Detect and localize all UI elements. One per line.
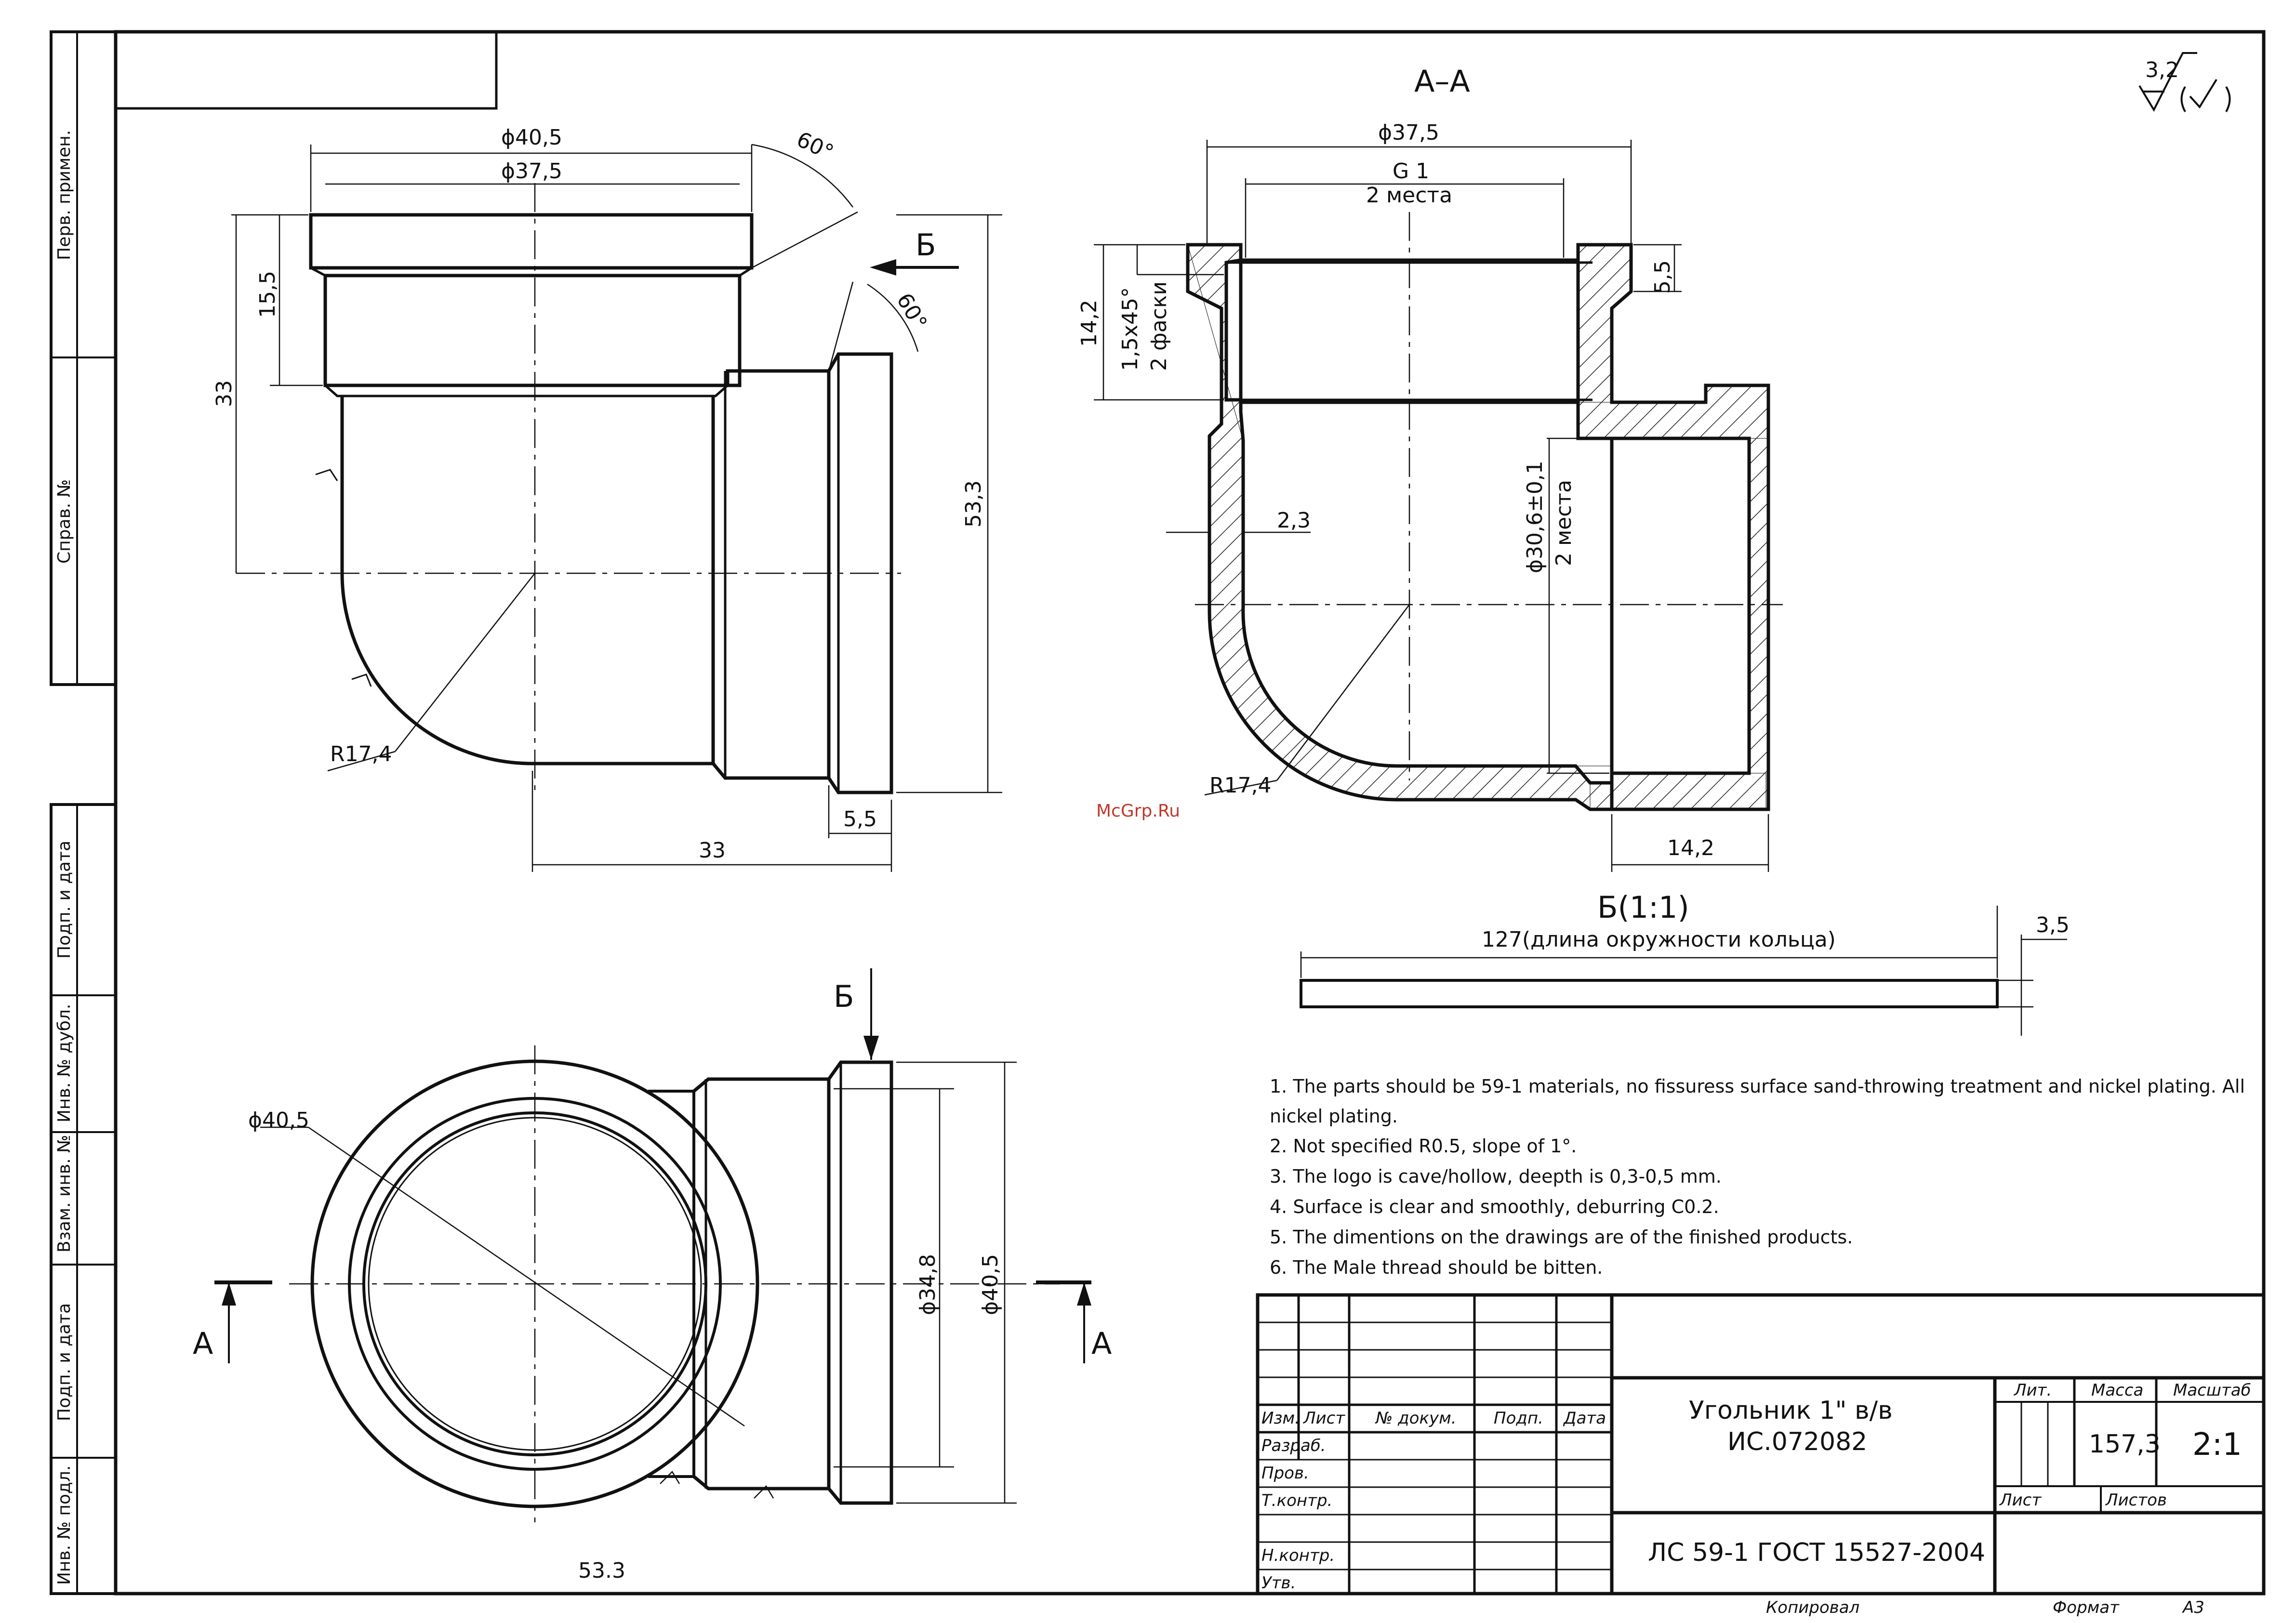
- tb-col-data: Дата: [1563, 1409, 1606, 1428]
- note-line: 1. The parts should be 59-1 materials, n…: [1270, 1076, 2245, 1097]
- stamp-vzam-inv: Взам. инв. №: [54, 1135, 74, 1253]
- section-a-a: [1094, 140, 1783, 872]
- ring-length: 127(длина окружности кольца): [1482, 927, 1836, 952]
- tb-col-podp: Подп.: [1494, 1409, 1543, 1428]
- bottom-d-34-8: ϕ34,8: [916, 1254, 940, 1315]
- front-d-outer: ϕ40,5: [501, 125, 562, 150]
- front-h-53-3: 53,3: [961, 480, 986, 528]
- front-w-5-5: 5,5: [843, 807, 877, 831]
- tb-part-name: Угольник 1" в/в: [1689, 1396, 1893, 1425]
- ring-thickness: 3,5: [2036, 913, 2070, 937]
- stamp-podp-data-1: Подп. и дата: [54, 841, 74, 959]
- note-line: 6. The Male thread should be bitten.: [1270, 1257, 1603, 1278]
- side-stamp: Перв. примен. Справ. № Подп. и дата Инв.…: [54, 130, 74, 1585]
- section-radius: R17,4: [1209, 773, 1272, 798]
- stamp-inv-dubl: Инв. № дубл.: [54, 1004, 74, 1122]
- section-bore: ϕ30,6±0,1: [1523, 461, 1547, 573]
- front-angle-right: 60°: [891, 289, 931, 334]
- tb-mass: 157,3: [2089, 1430, 2161, 1459]
- tb-lit: Лит.: [2013, 1381, 2052, 1400]
- note-line: 5. The dimentions on the drawings are of…: [1270, 1227, 1853, 1248]
- front-mark-b: Б: [916, 227, 936, 263]
- stamp-sprav-no: Справ. №: [54, 479, 74, 564]
- tb-col-list: Лист: [1302, 1409, 1345, 1428]
- bottom-w-53-3: 53.3: [578, 1558, 625, 1583]
- note-line: 3. The logo is cave/hollow, deepth is 0,…: [1270, 1166, 1722, 1187]
- bottom-mark-a-right: А: [1091, 1326, 1112, 1361]
- note-line: 2. Not specified R0.5, slope of 1°.: [1270, 1135, 1577, 1157]
- front-w-33: 33: [699, 838, 726, 863]
- front-radius: R17,4: [330, 742, 392, 766]
- section-chamfer-note: 2 фаски: [1147, 281, 1171, 371]
- front-h-33: 33: [212, 380, 237, 407]
- note-line: 4. Surface is clear and smoothly, deburr…: [1270, 1196, 1719, 1217]
- watermark: McGrp.Ru: [1096, 801, 1180, 821]
- tb-col-doc: № докум.: [1375, 1409, 1457, 1428]
- tb-part-code: ИС.072082: [1727, 1427, 1867, 1456]
- front-d-inner: ϕ37,5: [501, 159, 562, 184]
- front-view-dims: ϕ40,5 ϕ37,5 60° 60° Б 15,5 33 53,3 R17,4…: [212, 125, 986, 863]
- front-h-15-5: 15,5: [255, 271, 280, 318]
- section-d-14-2-bottom: 14,2: [1667, 836, 1714, 860]
- section-d-37-5: ϕ37,5: [1378, 120, 1439, 145]
- ring-title: Б(1:1): [1597, 890, 1689, 925]
- tb-row-nkontr: Н.контр.: [1261, 1546, 1335, 1565]
- title-block-text: Изм. Лист № докум. Подп. Дата Разраб. Пр…: [1261, 1381, 2251, 1617]
- ring-dims: Б(1:1) 127(длина окружности кольца) 3,5: [1482, 890, 2070, 952]
- tb-format-label: Формат: [2053, 1598, 2120, 1617]
- section-bore-note: 2 места: [1552, 480, 1576, 566]
- tb-scale-label: Масштаб: [2173, 1381, 2251, 1400]
- section-d-14-2-left: 14,2: [1077, 300, 1102, 347]
- section-dims: А–А ϕ37,5 G 1 2 места 14,2 1,5х45° 2 фас…: [1077, 64, 1714, 860]
- ring-view: [1300, 906, 2067, 1036]
- tb-sheets: Листов: [2105, 1491, 2167, 1510]
- front-view: [231, 144, 1002, 872]
- drawing-frame: [50, 30, 2266, 1596]
- section-thread: G 1: [1393, 159, 1429, 184]
- section-title: А–А: [1414, 64, 1470, 99]
- tb-mass-label: Масса: [2091, 1381, 2143, 1400]
- tb-copied: Копировал: [1766, 1598, 1859, 1617]
- stamp-perv-primen: Перв. примен.: [54, 130, 74, 260]
- tb-scale: 2:1: [2192, 1427, 2242, 1463]
- bottom-d-outer: ϕ40,5: [248, 1108, 309, 1133]
- bottom-mark-b: Б: [834, 979, 854, 1014]
- section-d-5-5: 5,5: [1650, 260, 1675, 294]
- bottom-view: [214, 968, 1091, 1522]
- section-wall: 2,3: [1277, 508, 1311, 533]
- tb-row-tkontr: Т.контр.: [1261, 1491, 1332, 1510]
- stamp-podp-data-2: Подп. и дата: [54, 1303, 74, 1421]
- note-line: nickel plating.: [1270, 1106, 1398, 1127]
- tb-format: А3: [2182, 1598, 2204, 1617]
- tb-row-razrab: Разраб.: [1261, 1436, 1326, 1455]
- section-chamfer: 1,5х45°: [1118, 287, 1142, 371]
- bottom-view-dims: ϕ40,5 Б ϕ34,8 ϕ40,5 А А 53.3: [193, 979, 1112, 1583]
- tb-row-prov: Пров.: [1261, 1464, 1309, 1483]
- tb-row-utv: Утв.: [1261, 1573, 1296, 1593]
- bottom-d-40-5: ϕ40,5: [978, 1254, 1003, 1315]
- tb-material: ЛС 59-1 ГОСТ 15527-2004: [1648, 1538, 1985, 1567]
- roughness-mark: 3,2: [2138, 52, 2231, 112]
- bottom-mark-a-left: А: [193, 1326, 213, 1361]
- title-block: [1256, 1293, 2266, 1596]
- section-thread-note: 2 места: [1366, 183, 1452, 208]
- front-angle-top: 60°: [793, 127, 837, 165]
- tb-sheet: Лист: [1999, 1491, 2042, 1510]
- technical-notes: 1. The parts should be 59-1 materials, n…: [1270, 1076, 2245, 1278]
- stamp-inv-podl: Инв. № подл.: [54, 1465, 74, 1585]
- tb-col-izm: Изм.: [1261, 1409, 1300, 1428]
